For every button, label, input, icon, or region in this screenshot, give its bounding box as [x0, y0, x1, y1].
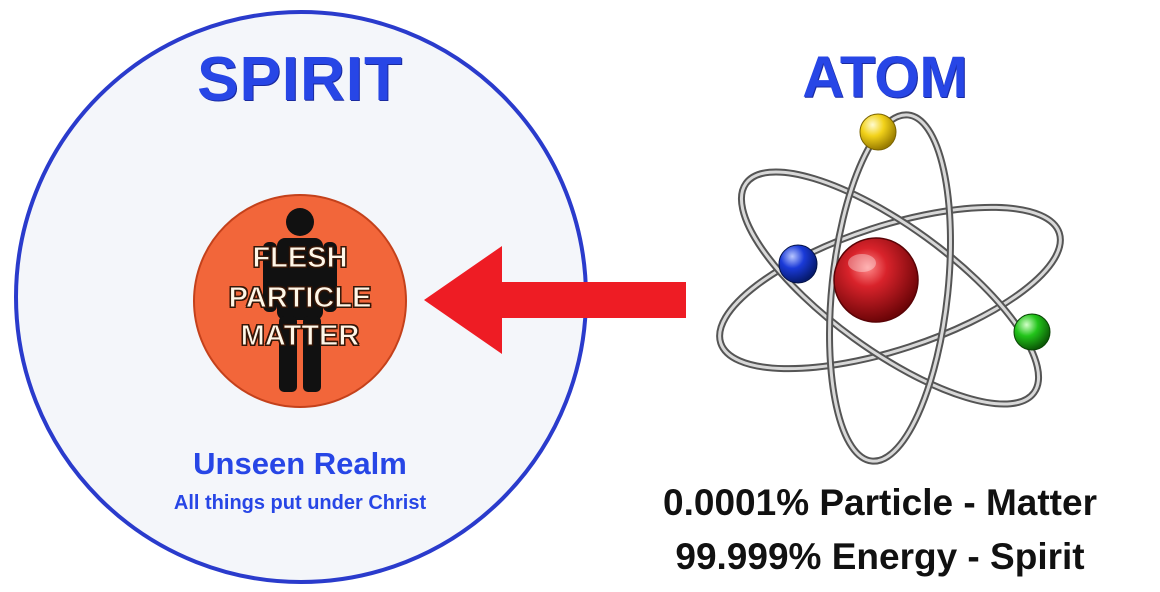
particle-label: PARTICLE	[193, 284, 407, 313]
nucleus	[834, 238, 918, 322]
arrow-left-icon	[420, 244, 690, 356]
unseen-realm-subtitle: All things put under Christ	[0, 492, 600, 515]
atom-icon	[702, 100, 1082, 470]
electron-yellow	[860, 114, 896, 150]
matter-label: MATTER	[193, 322, 407, 351]
electron-blue	[779, 245, 817, 283]
unseen-realm-title: Unseen Realm	[0, 446, 600, 482]
stat-energy-spirit: 99.999% Energy - Spirit	[600, 536, 1160, 578]
stat-particle-matter: 0.0001% Particle - Matter	[600, 482, 1160, 524]
spirit-title: SPIRIT	[0, 44, 600, 115]
flesh-label: FLESH	[193, 244, 407, 273]
electron-green	[1014, 314, 1050, 350]
